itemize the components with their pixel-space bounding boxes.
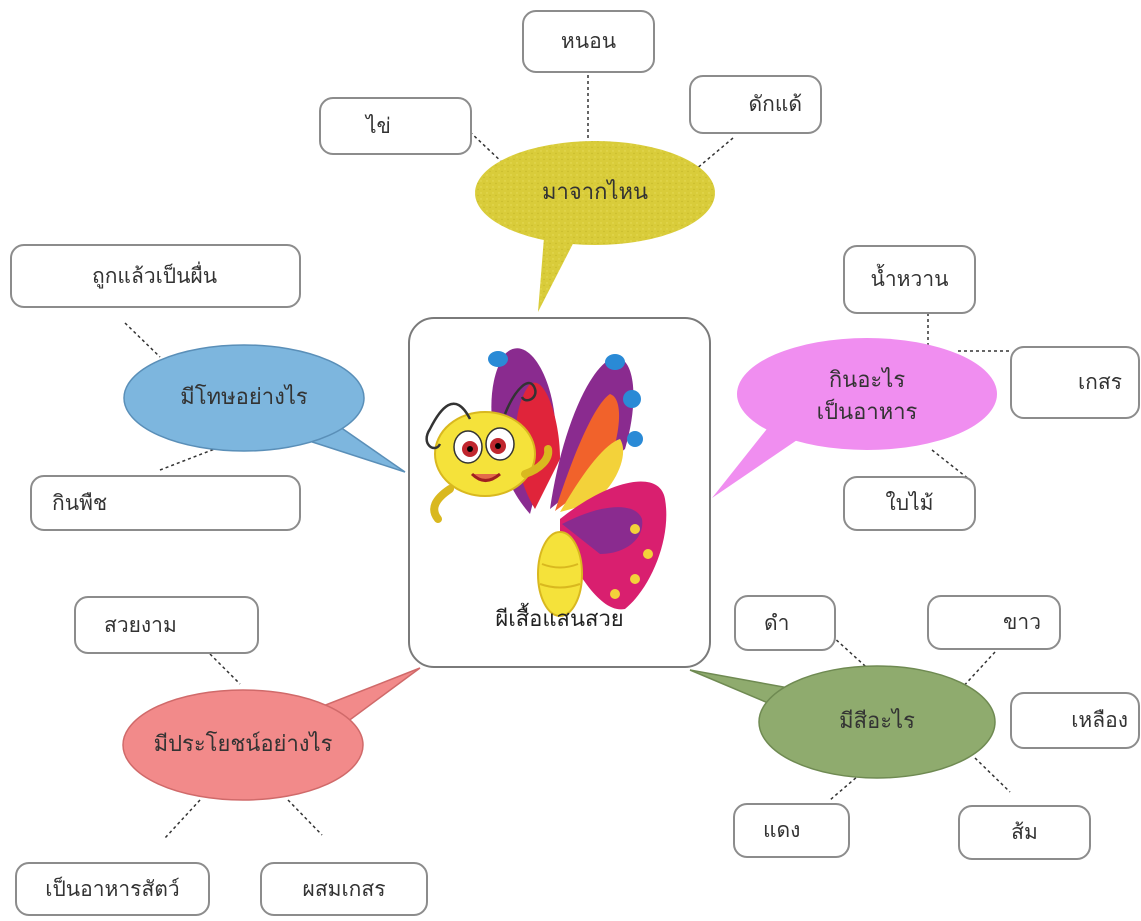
origin-item-caterpillar: หนอน <box>522 10 655 73</box>
color-item-orange: ส้ม <box>958 805 1091 860</box>
origin-item-pupa: ดักแด้ <box>689 75 822 134</box>
center-card: ผีเสื้อแสนสวย <box>408 317 711 668</box>
benefit-item-beautiful: สวยงาม <box>74 596 259 654</box>
bubble-color-shape <box>689 665 996 779</box>
benefit-item-pollinate: ผสมเกสร <box>260 862 428 916</box>
food-item-pollen: เกสร <box>1010 346 1140 419</box>
color-item-white: ขาว <box>927 595 1061 650</box>
bubble-food-line1: กินอะไร <box>828 368 906 393</box>
bubble-harm-shape <box>123 344 406 473</box>
bubble-origin-label: มาจากไหน <box>541 180 649 205</box>
bubble-benefit-shape <box>122 667 421 801</box>
butterfly-illustration <box>425 348 667 617</box>
color-item-red: แดง <box>733 803 850 858</box>
bubble-food-line2: เป็นอาหาร <box>816 400 918 425</box>
bubble-benefit-label: มีประโยชน์อย่างไร <box>153 732 333 757</box>
color-item-black: ดำ <box>734 595 836 651</box>
food-item-leaves: ใบไม้ <box>843 476 976 531</box>
food-item-nectar: น้ำหวาน <box>843 245 976 314</box>
bubble-food-shape <box>712 338 997 498</box>
harm-item-eat-plants: กินพืช <box>30 475 301 531</box>
color-item-yellow: เหลือง <box>1010 692 1140 749</box>
bubble-harm-label: มีโทษอย่างไร <box>180 385 308 410</box>
center-title: ผีเสื้อแสนสวย <box>495 607 624 632</box>
origin-item-egg: ไข่ <box>319 97 472 155</box>
harm-item-rash: ถูกแล้วเป็นผื่น <box>10 244 301 308</box>
bubble-color-label: มีสีอะไร <box>839 709 915 734</box>
bubble-origin-shape <box>475 141 715 312</box>
benefit-item-animal-food: เป็นอาหารสัตว์ <box>15 862 210 916</box>
